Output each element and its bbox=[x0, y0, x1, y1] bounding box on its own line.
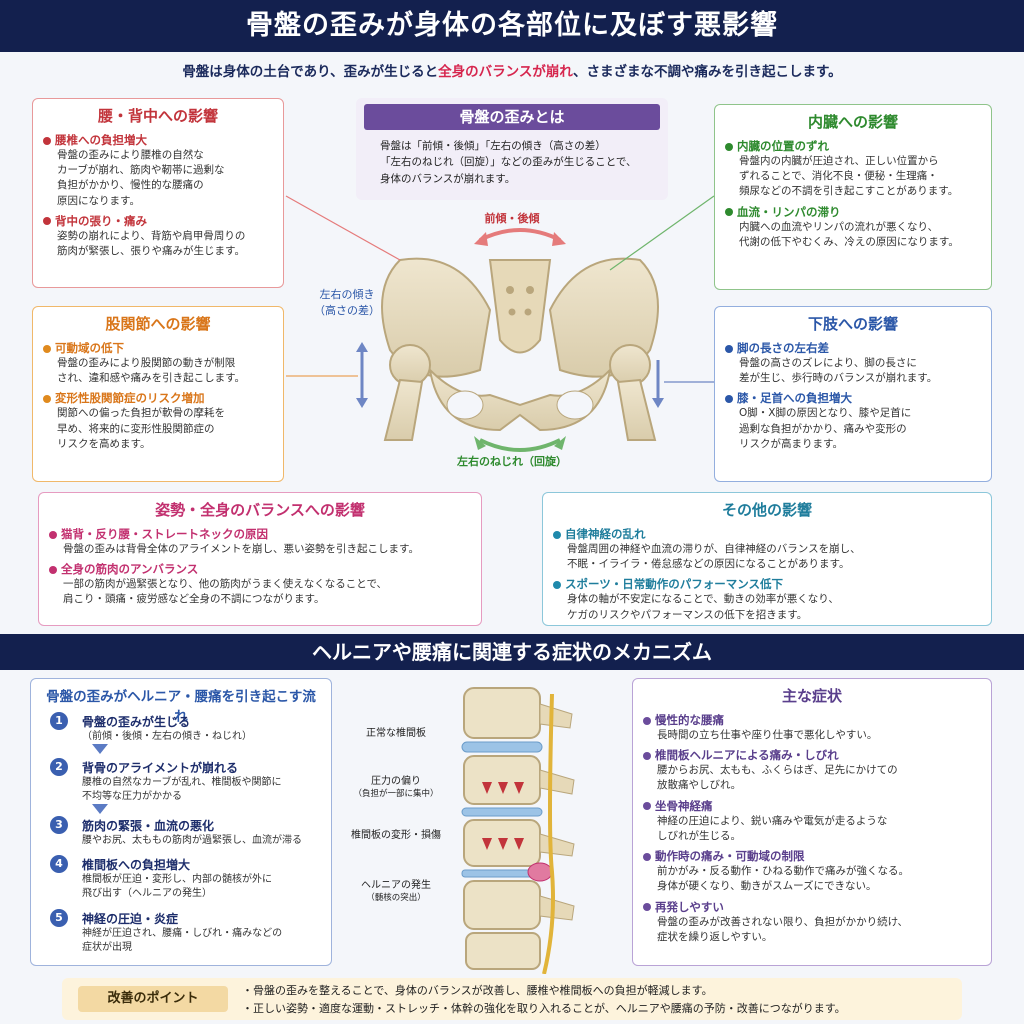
back-effect-title: 腰・背中への影響 bbox=[97, 107, 218, 125]
back-item-2-heading: 背中の張り・痛み bbox=[43, 213, 273, 229]
flow-arrow-icon bbox=[92, 804, 108, 814]
other-item-1-text: 骨盤周囲の神経や血流の滞りが、自律神経のバランスを崩し、 不眠・イライラ・倦怠感… bbox=[567, 543, 861, 571]
posture-item-2-text: 一部の筋肉が過緊張となり、他の筋肉がうまく使えなくなることで、 肩こり・頭痛・疲… bbox=[63, 578, 388, 606]
other-item-2-text: 身体の軸が不安定になることで、動きの効率が悪くなり、 ケガのリスクやパフォーマン… bbox=[567, 593, 839, 621]
spine-label-deform: 椎間板の変形・損傷 bbox=[351, 830, 441, 841]
hip-item-2-text: 関節への偏った負担が軟骨の摩耗を 早め、将来的に変形性股関節症の リスクを高めま… bbox=[57, 407, 225, 450]
other-effect-box: その他の影響 自律神経の乱れ 骨盤周囲の神経や血流の滞りが、自律神経のバランスを… bbox=[542, 492, 992, 626]
spine-label-pressure: 圧力の偏り（負担が一部に集中） bbox=[353, 776, 439, 799]
hip-effect-title: 股関節への影響 bbox=[105, 315, 211, 333]
flow-arrow-icon bbox=[92, 744, 108, 754]
page-title: 骨盤の歪みが身体の各部位に及ぼす悪影響 bbox=[0, 0, 1024, 52]
definition-text: 骨盤は「前傾・後傾」「左右の傾き（高さの差） 「左右のねじれ（回旋）」などの歪み… bbox=[380, 140, 637, 185]
other-effect-title: その他の影響 bbox=[721, 501, 812, 519]
definition-title: 骨盤の歪みとは bbox=[364, 104, 660, 130]
spine-label-normal: 正常な椎間板 bbox=[366, 728, 426, 739]
leg-item-2-text: O脚・X脚の原因となり、膝や足首に 過剰な負担がかかり、痛みや変形の リスクが高… bbox=[739, 407, 912, 450]
leg-item-1-text: 骨盤の高さのズレにより、脚の長さに 差が生じ、歩行時のバランスが崩れます。 bbox=[739, 357, 938, 385]
posture-item-1-heading: 猫背・反り腰・ストレートネックの原因 bbox=[49, 526, 471, 542]
symptom-1-heading: 慢性的な腰痛 bbox=[643, 712, 981, 728]
posture-effect-box: 姿勢・全身のバランスへの影響 猫背・反り腰・ストレートネックの原因 骨盤の歪みは… bbox=[38, 492, 482, 626]
symptoms-title: 主な症状 bbox=[781, 687, 842, 705]
posture-effect-title: 姿勢・全身のバランスへの影響 bbox=[155, 501, 365, 519]
symptom-4-heading: 動作時の痛み・可動域の制限 bbox=[643, 848, 981, 864]
symptom-2-text: 腰からお尻、太もも、ふくらはぎ、足先にかけての 放散痛やしびれ。 bbox=[657, 764, 898, 792]
improvement-line-2: ・正しい姿勢・適度な運動・ストレッチ・体幹の強化を取り入れることが、ヘルニアや腰… bbox=[242, 1002, 846, 1015]
twist-arrow-icon bbox=[479, 438, 561, 452]
back-item-1-text: 骨盤の歪みにより腰椎の自然な カーブが崩れ、筋肉や靭帯に過剰な 負担がかかり、慢… bbox=[57, 149, 225, 207]
spine-illustration bbox=[461, 687, 575, 974]
improvement-label: 改善のポイント bbox=[78, 986, 228, 1012]
other-item-2-heading: スポーツ・日常動作のパフォーマンス低下 bbox=[553, 576, 981, 592]
leg-effect-title: 下肢への影響 bbox=[807, 315, 898, 333]
tilt-arrow-icon bbox=[479, 228, 561, 242]
tilt-label: 前傾・後傾 bbox=[484, 212, 540, 225]
mechanism-banner: ヘルニアや腰痛に関連する症状のメカニズム bbox=[0, 634, 1024, 670]
organ-effect-box: 内臓への影響 内臓の位置のずれ 骨盤内の内臓が圧迫され、正しい位置から ずれるこ… bbox=[714, 104, 992, 290]
symptoms-box: 主な症状 慢性的な腰痛 長時間の立ち仕事や座り仕事で悪化しやすい。 椎間板ヘルニ… bbox=[632, 678, 992, 966]
symptom-5-text: 骨盤の歪みが改善されない限り、負担がかかり続け、 症状を繰り返しやすい。 bbox=[657, 915, 909, 943]
back-effect-box: 腰・背中への影響 腰椎への負担増大 骨盤の歪みにより腰椎の自然な カーブが崩れ、… bbox=[32, 98, 284, 288]
symptom-4-text: 前かがみ・反る動作・ひねる動作で痛みが強くなる。 身体が硬くなり、動きがスムーズ… bbox=[657, 865, 909, 893]
leg-effect-box: 下肢への影響 脚の長さの左右差 骨盤の高さのズレにより、脚の長さに 差が生じ、歩… bbox=[714, 306, 992, 482]
symptom-3-text: 神経の圧迫により、鋭い痛みや電気が走るような しびれが生じる。 bbox=[657, 814, 888, 842]
organ-item-2-text: 内臓への血流やリンパの流れが悪くなり、 代謝の低下やむくみ、冷えの原因になります… bbox=[739, 220, 959, 248]
back-item-1-heading: 腰椎への負担増大 bbox=[43, 132, 273, 148]
hip-item-1-text: 骨盤の歪みにより股関節の動きが制限 され、違和感や痛みを引き起こします。 bbox=[57, 357, 246, 385]
hip-item-2-heading: 変形性股関節症のリスク増加 bbox=[43, 390, 273, 406]
symptom-1-text: 長時間の立ち仕事や座り仕事で悪化しやすい。 bbox=[657, 729, 878, 741]
leg-item-2-heading: 膝・足首への負担増大 bbox=[725, 390, 981, 406]
posture-item-2-heading: 全身の筋肉のアンバランス bbox=[49, 561, 471, 577]
symptom-3-heading: 坐骨神経痛 bbox=[643, 798, 981, 814]
intro-text: 骨盤は身体の土台であり、歪みが生じると全身のバランスが崩れ、さまざまな不調や痛み… bbox=[182, 64, 842, 80]
posture-item-1-text: 骨盤の歪みは背骨全体のアライメントを崩し、悪い姿勢を引き起こします。 bbox=[63, 543, 419, 555]
organ-item-2-heading: 血流・リンパの滞り bbox=[725, 204, 981, 220]
back-item-2-text: 姿勢の崩れにより、背筋や肩甲骨周りの 筋肉が緊張し、張りや痛みが生じます。 bbox=[57, 229, 246, 258]
hip-effect-box: 股関節への影響 可動域の低下 骨盤の歪みにより股関節の動きが制限 され、違和感や… bbox=[32, 306, 284, 482]
other-item-1-heading: 自律神経の乱れ bbox=[553, 526, 981, 542]
symptom-5-heading: 再発しやすい bbox=[643, 899, 981, 915]
organ-item-1-heading: 内臓の位置のずれ bbox=[725, 138, 981, 154]
organ-effect-title: 内臓への影響 bbox=[807, 113, 898, 131]
flow-title: 骨盤の歪みがヘルニア・腰痛を引き起こす流れ bbox=[46, 689, 316, 725]
spine-label-hernia: ヘルニアの発生（髄核の突出） bbox=[361, 880, 431, 903]
leg-item-1-heading: 脚の長さの左右差 bbox=[725, 340, 981, 356]
improvement-box: 改善のポイント ・骨盤の歪みを整えることで、身体のバランスが改善し、腰椎や椎間板… bbox=[62, 978, 962, 1020]
pelvis-illustration bbox=[356, 228, 664, 452]
twist-label: 左右のねじれ（回旋） bbox=[457, 455, 567, 468]
symptom-2-heading: 椎間板ヘルニアによる痛み・しびれ bbox=[643, 747, 981, 763]
connector-lines bbox=[285, 195, 715, 383]
organ-item-1-text: 骨盤内の内臓が圧迫され、正しい位置から ずれることで、消化不良・便秘・生理痛・ … bbox=[739, 155, 959, 198]
improvement-line-1: ・骨盤の歪みを整えることで、身体のバランスが改善し、腰椎や椎間板への負担が軽減し… bbox=[242, 984, 713, 997]
hip-item-1-heading: 可動域の低下 bbox=[43, 340, 273, 356]
pressure-arrow-icon bbox=[482, 782, 524, 850]
flow-box: 骨盤の歪みがヘルニア・腰痛を引き起こす流れ bbox=[30, 678, 332, 966]
definition-box: 骨盤の歪みとは 骨盤は「前傾・後傾」「左右の傾き（高さの差） 「左右のねじれ（回… bbox=[356, 98, 668, 200]
side-tilt-label: 左右の傾き（高さの差） bbox=[314, 288, 380, 317]
